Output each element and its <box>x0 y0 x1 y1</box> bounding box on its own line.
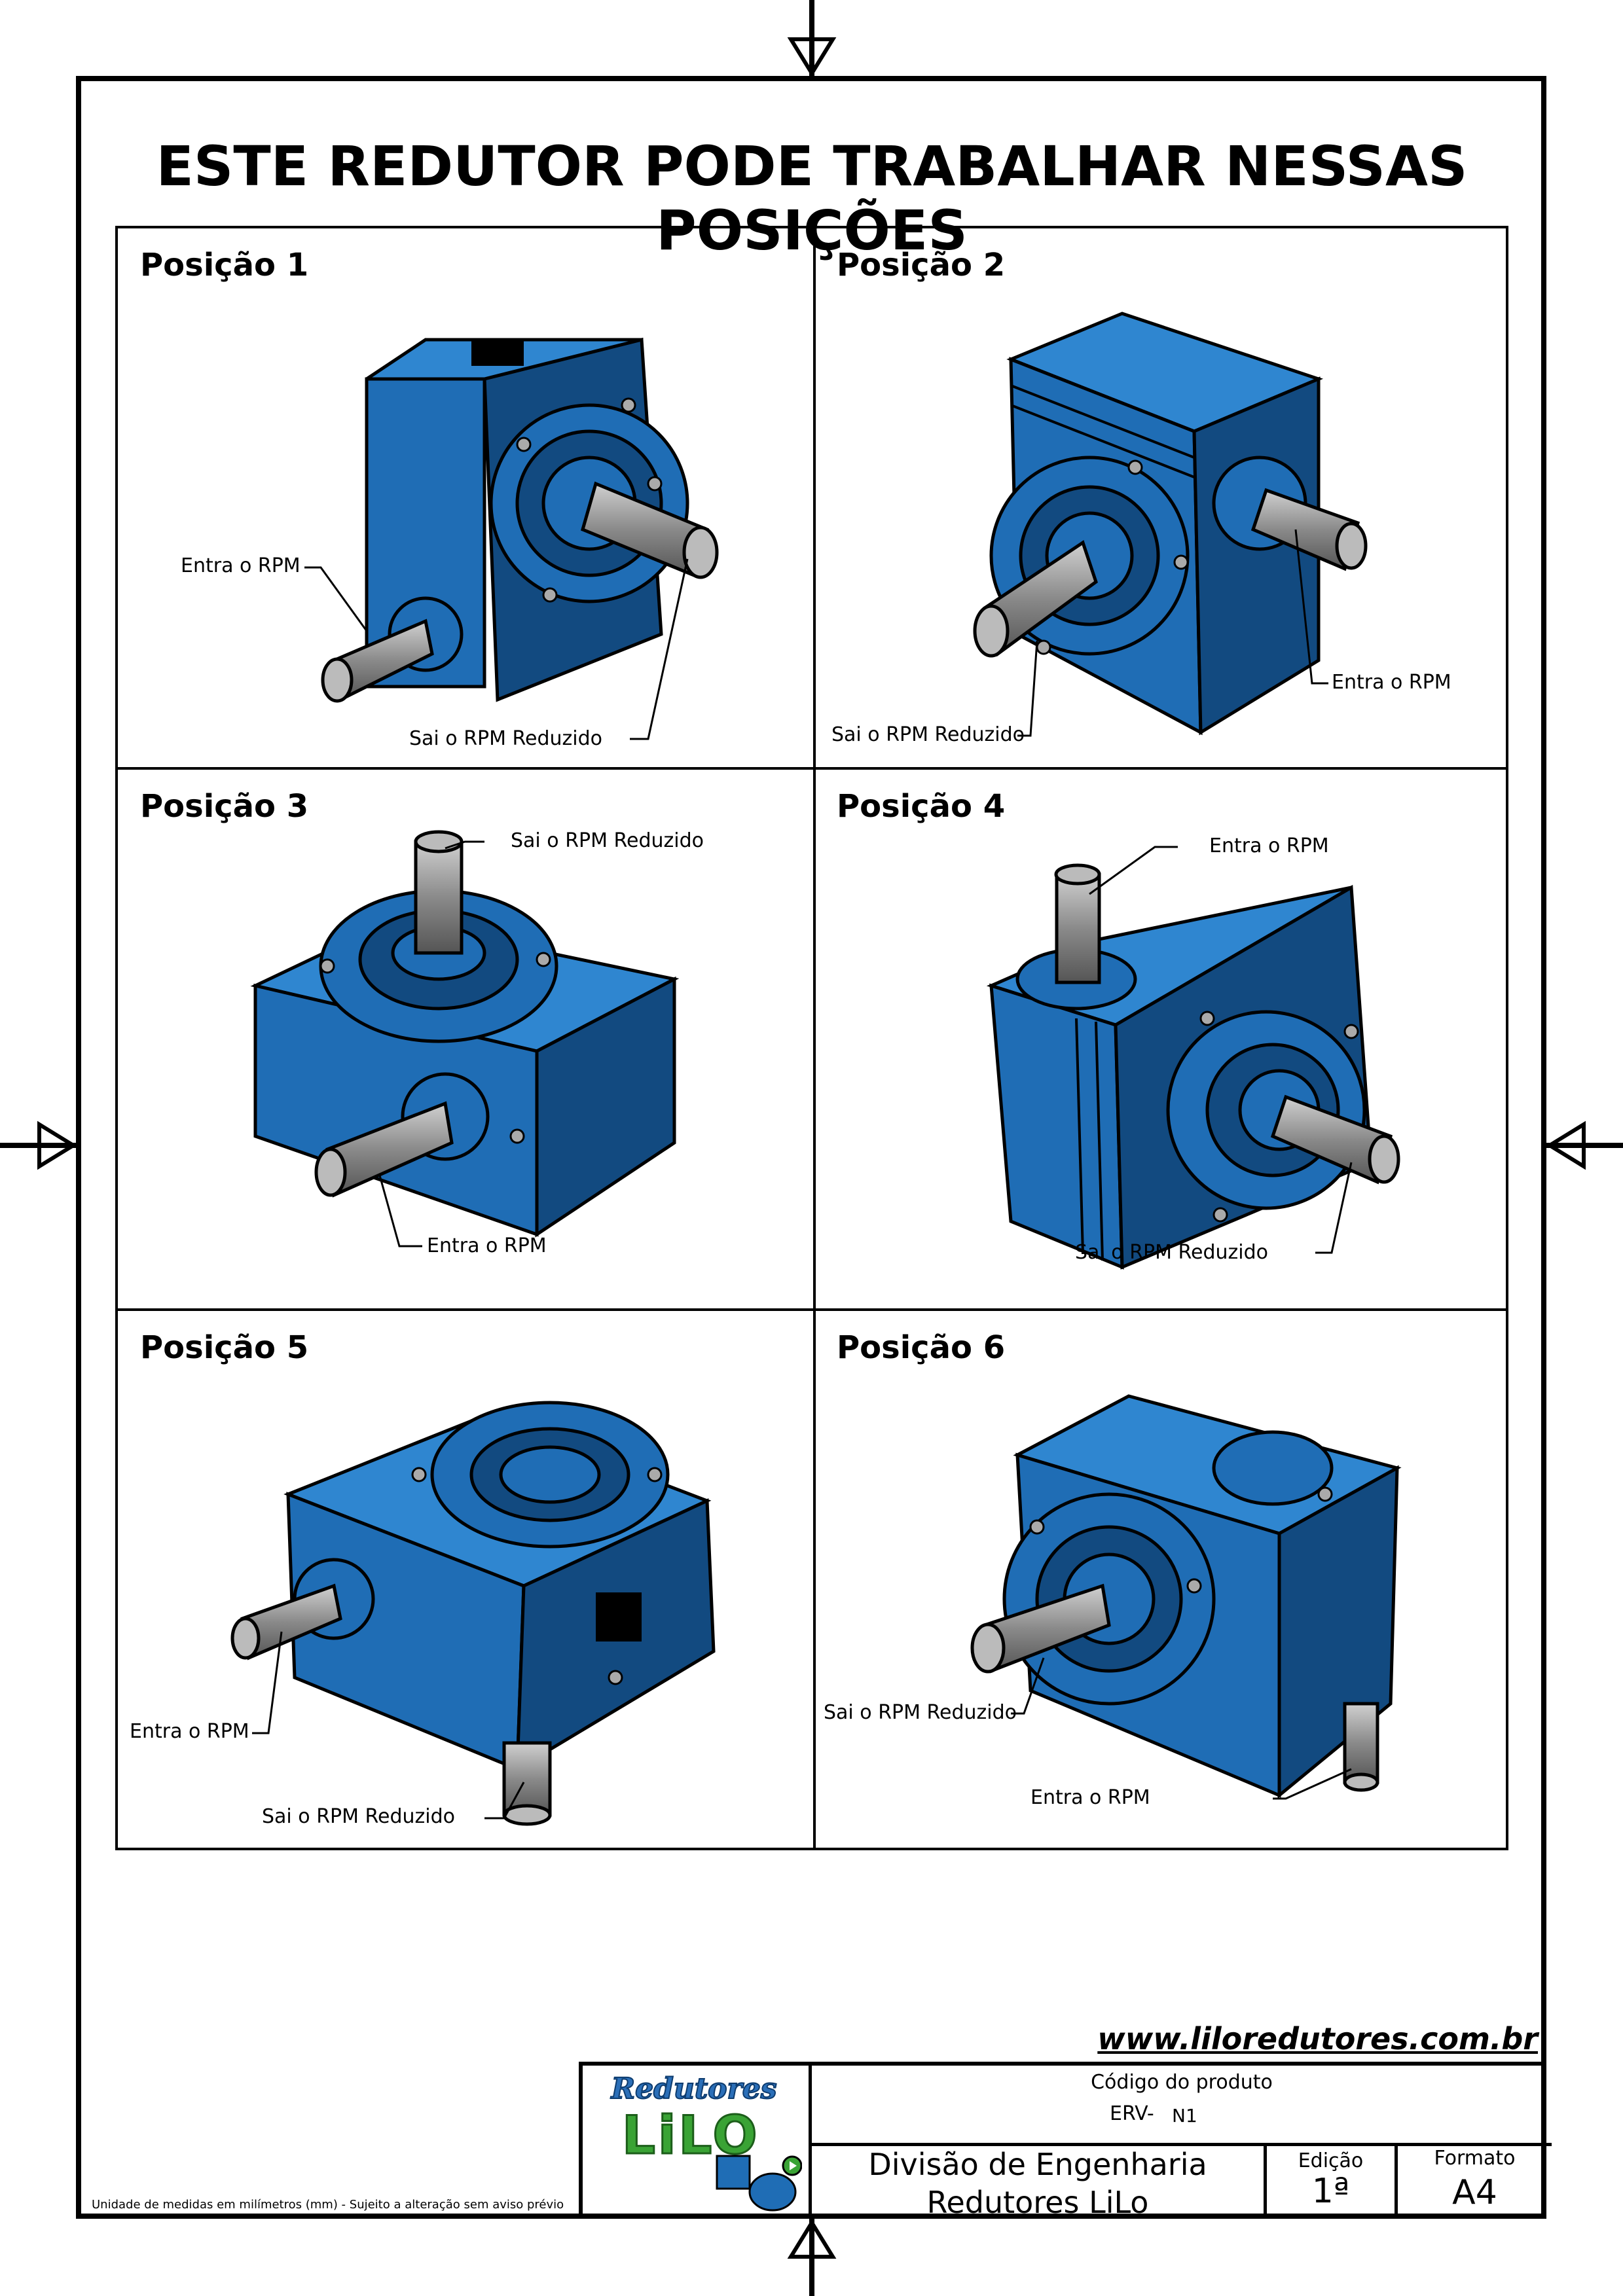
edition-value: 1ª <box>1311 2172 1350 2211</box>
website-link[interactable]: www.liloredutores.com.br <box>1097 2021 1538 2056</box>
position-2-title: Posição 2 <box>837 247 1006 283</box>
reducer-drawing-position-4 <box>986 846 1400 1270</box>
position-6-title: Posição 6 <box>837 1329 1006 1366</box>
product-code-value: N1 <box>1172 2105 1197 2126</box>
title-block-divider-horizontal <box>812 2143 1552 2146</box>
position-5-input-label: Entra o RPM <box>130 1720 249 1743</box>
position-2-panel: Posição 2 Entra o RPM Sai o RPM Reduzido <box>814 228 1511 770</box>
position-1-title: Posição 1 <box>140 247 309 283</box>
position-2-output-label: Sai o RPM Reduzido <box>831 723 1025 746</box>
position-6-panel: Posição 6 Entra o RPM Sai o RPM Reduzido <box>814 1311 1511 1852</box>
reducer-drawing-position-6 <box>970 1394 1402 1800</box>
position-4-input-label: Entra o RPM <box>1209 834 1329 857</box>
position-5-panel: Posição 5 Entra o RPM Sai o RPM Reduzido <box>118 1311 814 1852</box>
position-4-panel: Posição 4 Entra o RPM Sai o RPM Reduzido <box>814 770 1511 1311</box>
position-1-panel: Posição 1 Entra o RPM Sai o RPM Reduzido <box>118 228 814 770</box>
position-5-title: Posição 5 <box>140 1329 309 1366</box>
positions-grid: Posição 1 Entra o RPM Sai o RPM Reduzido… <box>115 226 1508 1850</box>
edition-label: Edição <box>1298 2149 1364 2172</box>
position-3-output-label: Sai o RPM Reduzido <box>511 829 704 852</box>
format-label: Formato <box>1434 2147 1516 2170</box>
position-4-output-label: Sai o RPM Reduzido <box>1075 1241 1269 1264</box>
grid-divider-1 <box>118 767 1506 770</box>
division-name-line2: Redutores LiLo <box>926 2185 1149 2220</box>
position-6-output-label: Sai o RPM Reduzido <box>824 1701 1017 1724</box>
reducer-drawing-position-1 <box>304 337 719 740</box>
position-4-title: Posição 4 <box>837 788 1006 825</box>
company-logo: Redutores LiLO <box>583 2066 812 2219</box>
division-name-line1: Divisão de Engenharia <box>868 2147 1207 2182</box>
position-3-input-label: Entra o RPM <box>427 1234 547 1257</box>
title-block: Redutores LiLO Código do produto ERV- N1… <box>579 2062 1552 2220</box>
right-center-marker <box>1544 1121 1623 1170</box>
title-block-divider-edition <box>1264 2143 1267 2219</box>
top-center-marker <box>787 0 837 77</box>
position-3-panel: Posição 3 Entra o RPM Sai o RPM Reduzido <box>118 770 814 1311</box>
position-3-title: Posição 3 <box>140 788 309 825</box>
position-5-output-label: Sai o RPM Reduzido <box>262 1805 456 1828</box>
logo-wordmark-top: Redutores <box>611 2072 778 2106</box>
grid-divider-2 <box>118 1308 1506 1311</box>
product-code-label: Código do produto <box>1091 2071 1273 2094</box>
page-title: ESTE REDUTOR PODE TRABALHAR NESSAS POSIÇ… <box>156 134 1468 262</box>
bottom-center-marker <box>787 2217 837 2296</box>
position-1-input-label: Entra o RPM <box>181 554 301 577</box>
product-code-prefix: ERV- <box>1110 2102 1154 2125</box>
grid-vertical-divider <box>813 228 816 1848</box>
position-2-input-label: Entra o RPM <box>1332 671 1451 694</box>
reducer-drawing-position-3 <box>250 830 680 1247</box>
title-block-divider-format <box>1395 2143 1398 2219</box>
left-center-marker <box>0 1121 79 1170</box>
reducer-drawing-position-2 <box>973 312 1368 737</box>
reducer-drawing-position-5 <box>230 1401 716 1826</box>
position-6-input-label: Entra o RPM <box>1030 1786 1150 1809</box>
format-value: A4 <box>1452 2173 1497 2212</box>
logo-motor-icon <box>716 2155 802 2212</box>
position-1-output-label: Sai o RPM Reduzido <box>409 727 603 750</box>
units-note: Unidade de medidas em milímetros (mm) - … <box>92 2198 564 2212</box>
